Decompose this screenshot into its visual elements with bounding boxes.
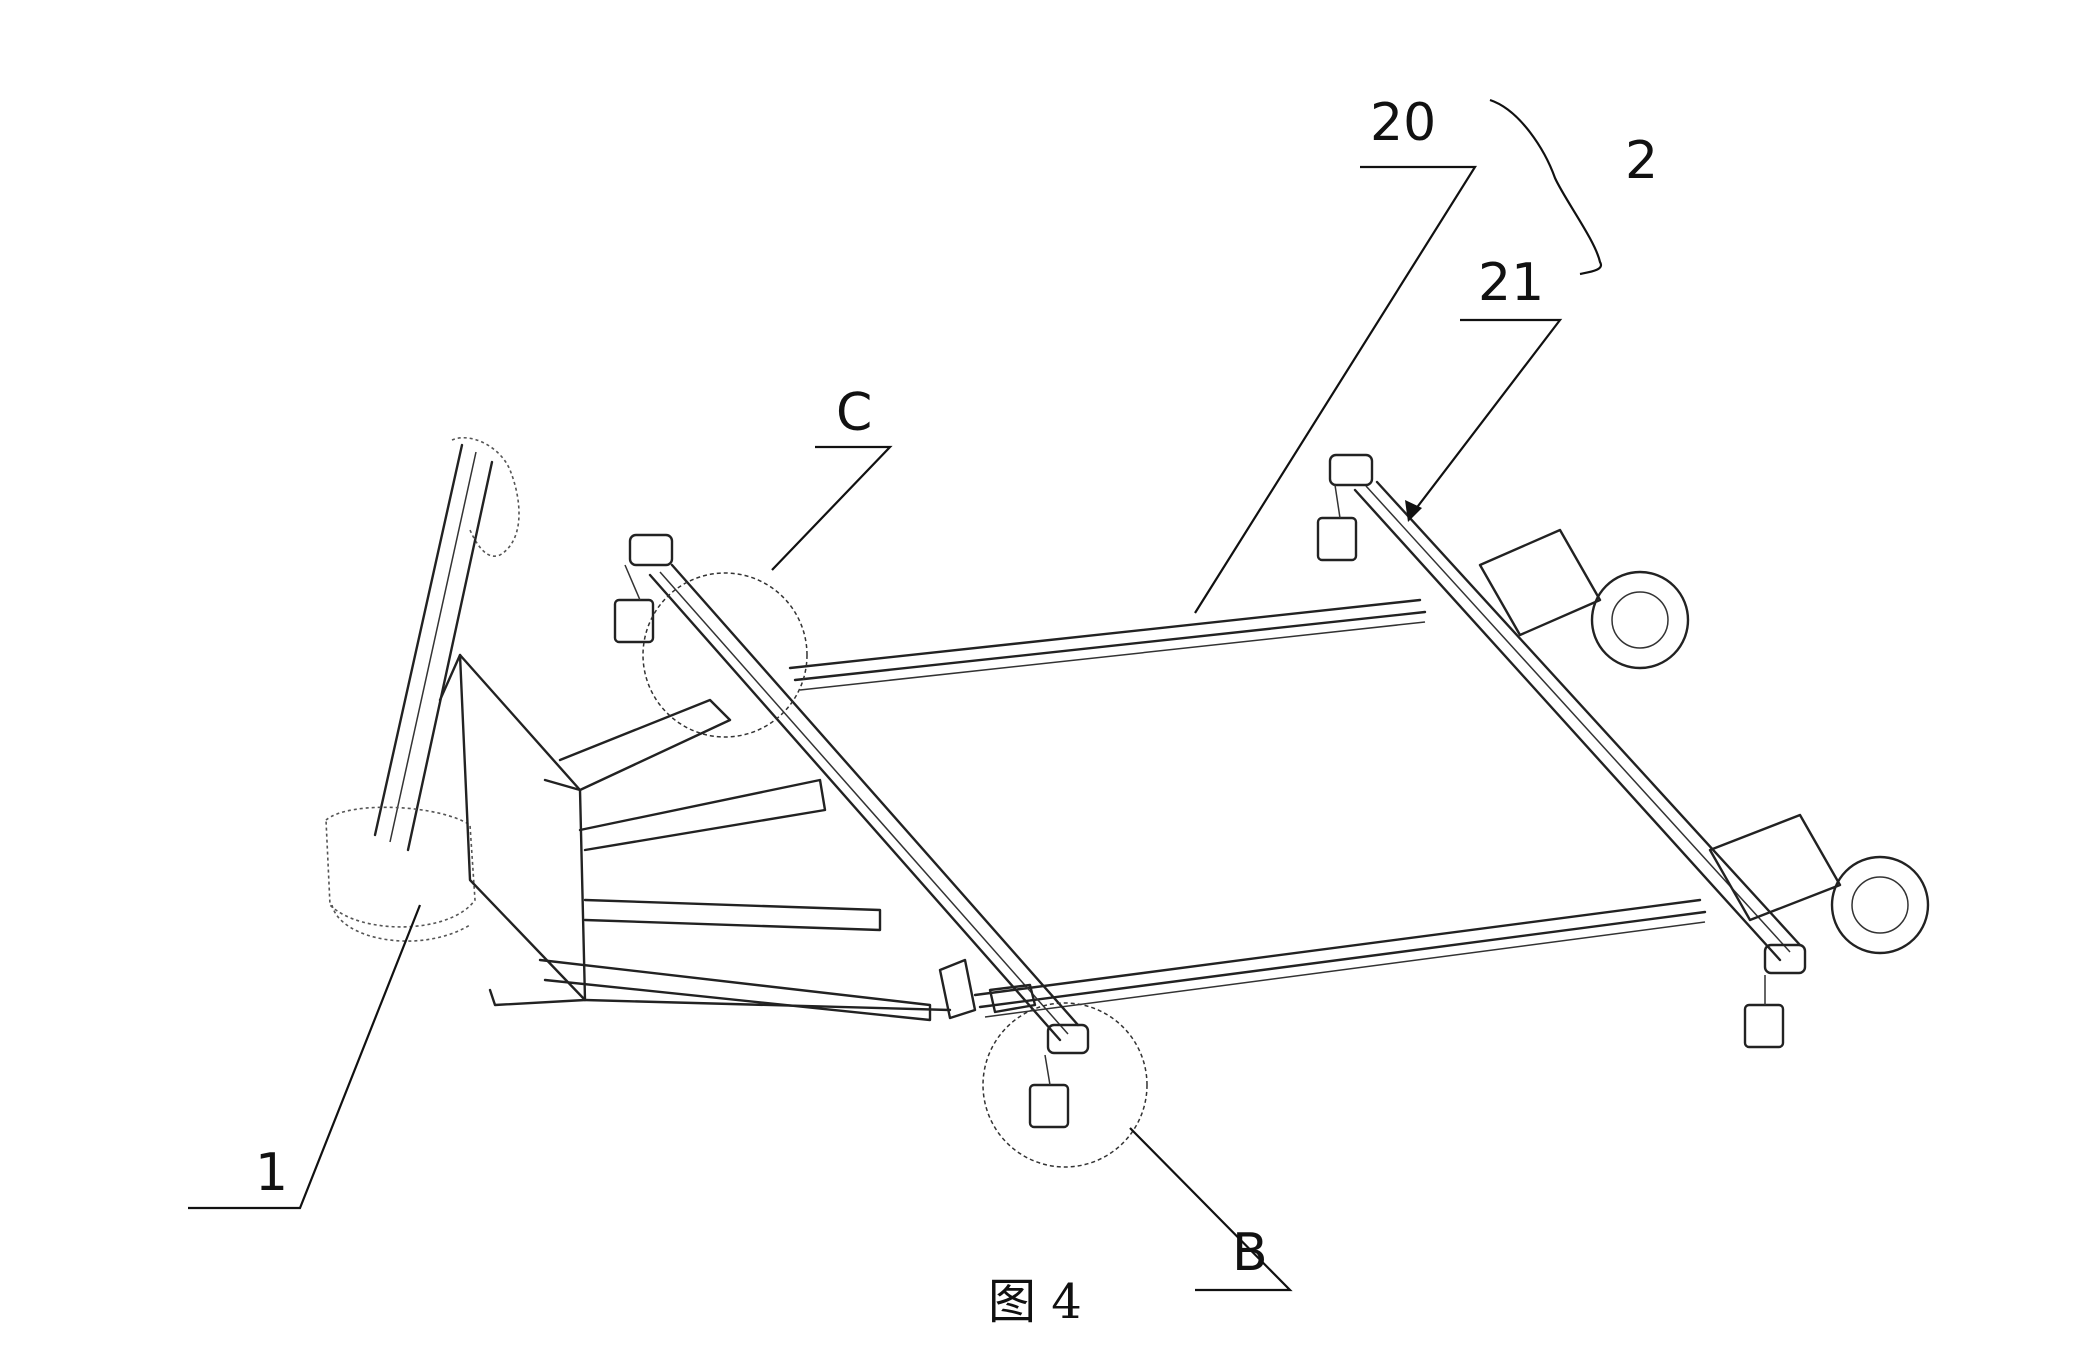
detail-circle-b — [982, 1002, 1148, 1168]
label-1: 1 — [255, 1143, 288, 1203]
drive-unit-front — [1708, 813, 1930, 955]
leader-lines — [188, 98, 1603, 1292]
frame — [648, 480, 1802, 1042]
label-2: 2 — [1625, 131, 1658, 191]
tow-struts — [538, 698, 952, 1022]
caster-wheel-left-rear — [613, 533, 674, 644]
figure-caption: 图 4 — [988, 1274, 1082, 1330]
label-c: C — [836, 383, 872, 443]
caster-wheel-right-rear — [1316, 453, 1374, 562]
detail-circle-c — [642, 572, 808, 738]
label-21: 21 — [1478, 253, 1544, 313]
drive-unit-rear — [1478, 528, 1690, 670]
caster-wheel-right-front — [1743, 943, 1807, 1049]
handle-unit — [325, 436, 587, 1007]
label-20: 20 — [1370, 93, 1436, 153]
label-b: B — [1232, 1223, 1268, 1283]
caster-wheel-left-front — [1028, 1023, 1090, 1129]
